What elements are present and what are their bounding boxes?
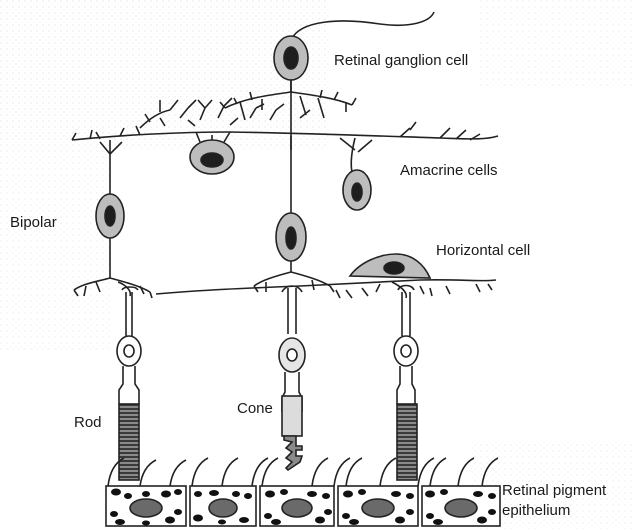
cone-photoreceptor <box>279 286 305 470</box>
label-rpe-line2: epithelium <box>502 502 570 520</box>
retinal-pigment-epithelium <box>106 458 500 526</box>
label-retinal-ganglion-cell: Retinal ganglion cell <box>334 52 468 70</box>
horizontal-cell <box>156 254 496 298</box>
label-rod: Rod <box>74 414 102 432</box>
ganglion-nucleus <box>284 47 298 69</box>
amacrine-cell-2 <box>340 138 372 210</box>
label-bipolar: Bipolar <box>10 214 57 232</box>
label-amacrine-cells: Amacrine cells <box>400 162 498 180</box>
label-horizontal-cell: Horizontal cell <box>436 242 530 260</box>
rod-photoreceptor-right <box>394 286 418 481</box>
rpe-villi <box>108 458 498 486</box>
rod-photoreceptor-left <box>117 287 141 480</box>
bipolar-cell-center <box>254 136 334 292</box>
label-rpe-line1: Retinal pigment <box>502 482 606 500</box>
label-cone: Cone <box>237 400 273 418</box>
